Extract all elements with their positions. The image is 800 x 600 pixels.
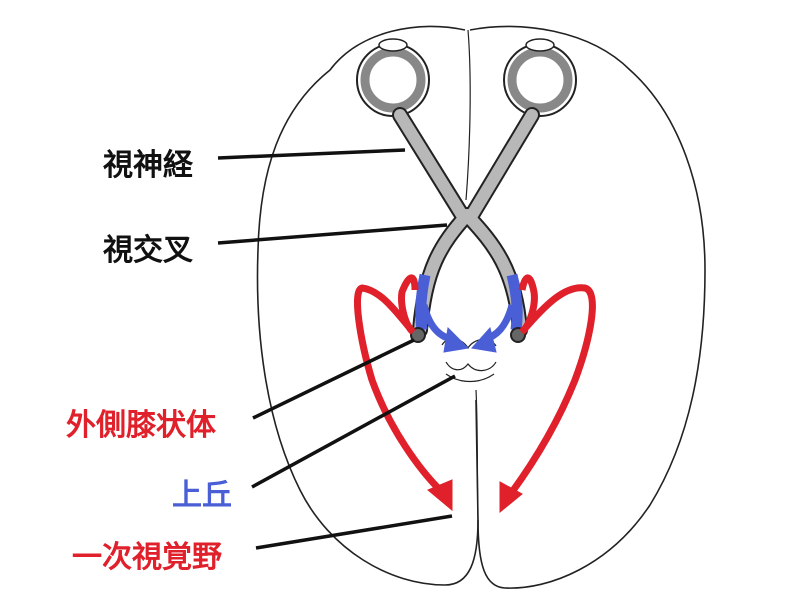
red-arrows — [354, 274, 596, 514]
label-optic-nerve: 視神経 — [103, 148, 193, 183]
right-eye — [503, 38, 577, 117]
label-superior-colliculus: 上丘 — [172, 478, 232, 513]
leader-optic-chiasm — [217, 223, 448, 245]
blue-arrows — [420, 304, 516, 353]
longitudinal-fissure — [465, 29, 479, 521]
leader-optic-nerve — [217, 148, 406, 160]
left-eye — [356, 38, 430, 117]
leader-lgn — [252, 338, 415, 420]
leader-visual-cortex — [255, 514, 453, 550]
leader-superior-colliculus — [251, 374, 456, 489]
left-lgn — [410, 327, 426, 343]
left-hemisphere — [256, 25, 479, 586]
label-primary-visual-cortex: 一次視覚野 — [72, 540, 222, 575]
label-lateral-geniculate-body: 外側膝状体 — [66, 408, 216, 443]
label-optic-chiasm: 視交叉 — [103, 233, 193, 268]
right-hemisphere — [469, 25, 706, 589]
